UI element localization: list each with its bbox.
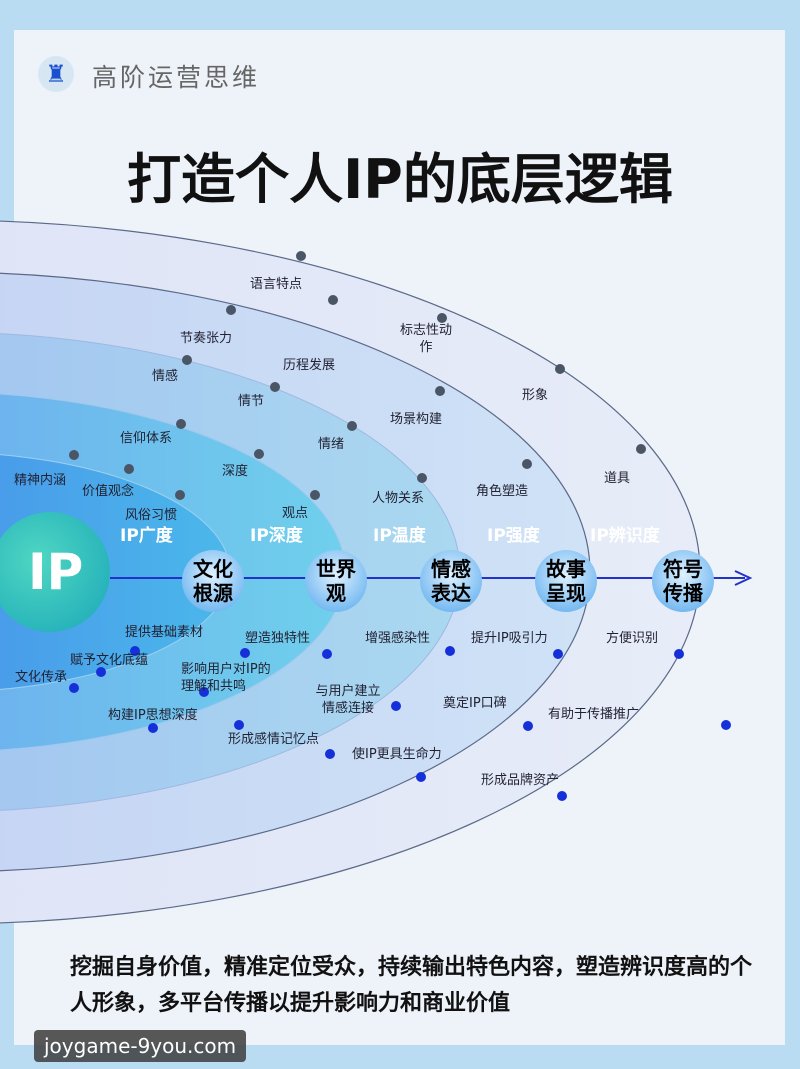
upper-label: 历程发展	[283, 358, 336, 373]
upper-label: 道具	[604, 471, 631, 486]
lower-label: 影响用户对IP的理解和共鸣	[181, 662, 271, 694]
node-label: 符号	[663, 557, 703, 581]
lower-dot	[96, 667, 106, 677]
upper-label: 标志性动作	[399, 323, 452, 355]
upper-label: 情感	[152, 369, 179, 384]
lower-dot	[557, 791, 567, 801]
lower-label: 使IP更具生命力	[352, 747, 442, 762]
upper-dot	[254, 449, 264, 459]
lower-dot	[240, 648, 250, 658]
lower-label: 与用户建立情感连接	[315, 684, 381, 716]
upper-dot	[69, 450, 79, 460]
node-label: 情感	[431, 557, 471, 581]
upper-dot	[270, 382, 280, 392]
node-3: 情感表达	[420, 550, 482, 612]
upper-label: 信仰体系	[120, 431, 173, 446]
lower-label: 赋予文化底蕴	[70, 653, 149, 668]
upper-dot	[182, 355, 192, 365]
lower-label: 提升IP吸引力	[471, 631, 548, 646]
upper-label: 节奏张力	[180, 331, 233, 346]
lower-label: 奠定IP口碑	[443, 696, 507, 711]
brand-name: 高阶运营思维	[92, 63, 261, 92]
upper-label: 观点	[282, 506, 309, 521]
lower-label: 构建IP思想深度	[108, 708, 198, 723]
upper-label: 语言特点	[250, 277, 303, 292]
lower-dot	[721, 720, 731, 730]
upper-dot	[417, 473, 427, 483]
upper-label: 价值观念	[82, 484, 135, 499]
summary-text: 挖掘自身价值，精准定位受众，持续输出特色内容，塑造辨识度高的个人形象，多平台传播…	[70, 955, 753, 1016]
upper-dot	[310, 490, 320, 500]
lower-dot	[130, 646, 140, 656]
lower-label: 方便识别	[606, 631, 659, 646]
lower-dot	[199, 687, 209, 697]
lower-label: 文化传承	[15, 670, 68, 685]
upper-dot	[175, 490, 185, 500]
dimension-label: IP辨识度	[590, 526, 660, 546]
lower-label: 塑造独特性	[245, 631, 311, 646]
dimension-label: IP强度	[487, 526, 540, 546]
upper-label: 情绪	[318, 437, 345, 452]
upper-dot	[636, 444, 646, 454]
node-label: 观	[326, 581, 346, 605]
upper-label: 情节	[238, 394, 265, 409]
upper-dot	[226, 305, 236, 315]
node-5: 符号传播	[652, 550, 714, 612]
node-1: 文化根源	[182, 550, 244, 612]
ip-core: IP	[0, 512, 110, 632]
arrow-head-icon	[734, 570, 753, 586]
dimension-label: IP广度	[120, 526, 173, 546]
lower-dot	[391, 701, 401, 711]
lower-dot	[148, 723, 158, 733]
lower-dot	[416, 772, 426, 782]
upper-label: 深度	[222, 464, 249, 479]
lower-dot	[234, 720, 244, 730]
upper-label: 角色塑造	[476, 484, 529, 499]
node-label: 文化	[193, 557, 233, 581]
lower-dot	[523, 721, 533, 731]
upper-label: 人物关系	[372, 491, 425, 506]
lower-label: 形成品牌资产	[481, 773, 560, 788]
lower-dot	[674, 649, 684, 659]
upper-dot	[347, 421, 357, 431]
node-2: 世界观	[305, 550, 367, 612]
upper-label: 形象	[522, 388, 549, 403]
lower-label: 有助于传播推广	[548, 707, 640, 722]
lower-dot	[553, 649, 563, 659]
lower-label: 形成感情记忆点	[228, 732, 320, 747]
node-label: 根源	[193, 581, 233, 605]
dimension-label: IP深度	[250, 526, 303, 546]
upper-dot	[555, 364, 565, 374]
upper-dot	[296, 251, 306, 261]
node-label: 世界	[316, 557, 356, 581]
watermark: joygame-9you.com	[34, 1030, 247, 1062]
page-title: 打造个人IP的底层逻辑	[127, 148, 673, 211]
lower-label: 提供基础素材	[125, 625, 204, 640]
node-label: 表达	[431, 581, 471, 605]
upper-label: 场景构建	[390, 412, 443, 427]
upper-dot	[522, 459, 532, 469]
upper-label: 风俗习惯	[125, 508, 178, 523]
chess-rook-icon: ♜	[38, 56, 74, 92]
lower-dot	[69, 683, 79, 693]
upper-dot	[176, 419, 186, 429]
upper-dot	[328, 295, 338, 305]
upper-label: 精神内涵	[14, 473, 67, 488]
dimension-label: IP温度	[373, 526, 426, 546]
node-4: 故事呈现	[535, 550, 597, 612]
lower-dot	[322, 649, 332, 659]
lower-dot	[445, 646, 455, 656]
upper-dot	[124, 464, 134, 474]
node-label: 故事	[546, 557, 586, 581]
lower-label: 增强感染性	[365, 631, 431, 646]
node-label: 呈现	[546, 581, 586, 605]
upper-dot	[437, 313, 447, 323]
dots	[69, 251, 731, 801]
node-label: 传播	[663, 581, 703, 605]
lower-dot	[325, 749, 335, 759]
upper-dot	[435, 386, 445, 396]
